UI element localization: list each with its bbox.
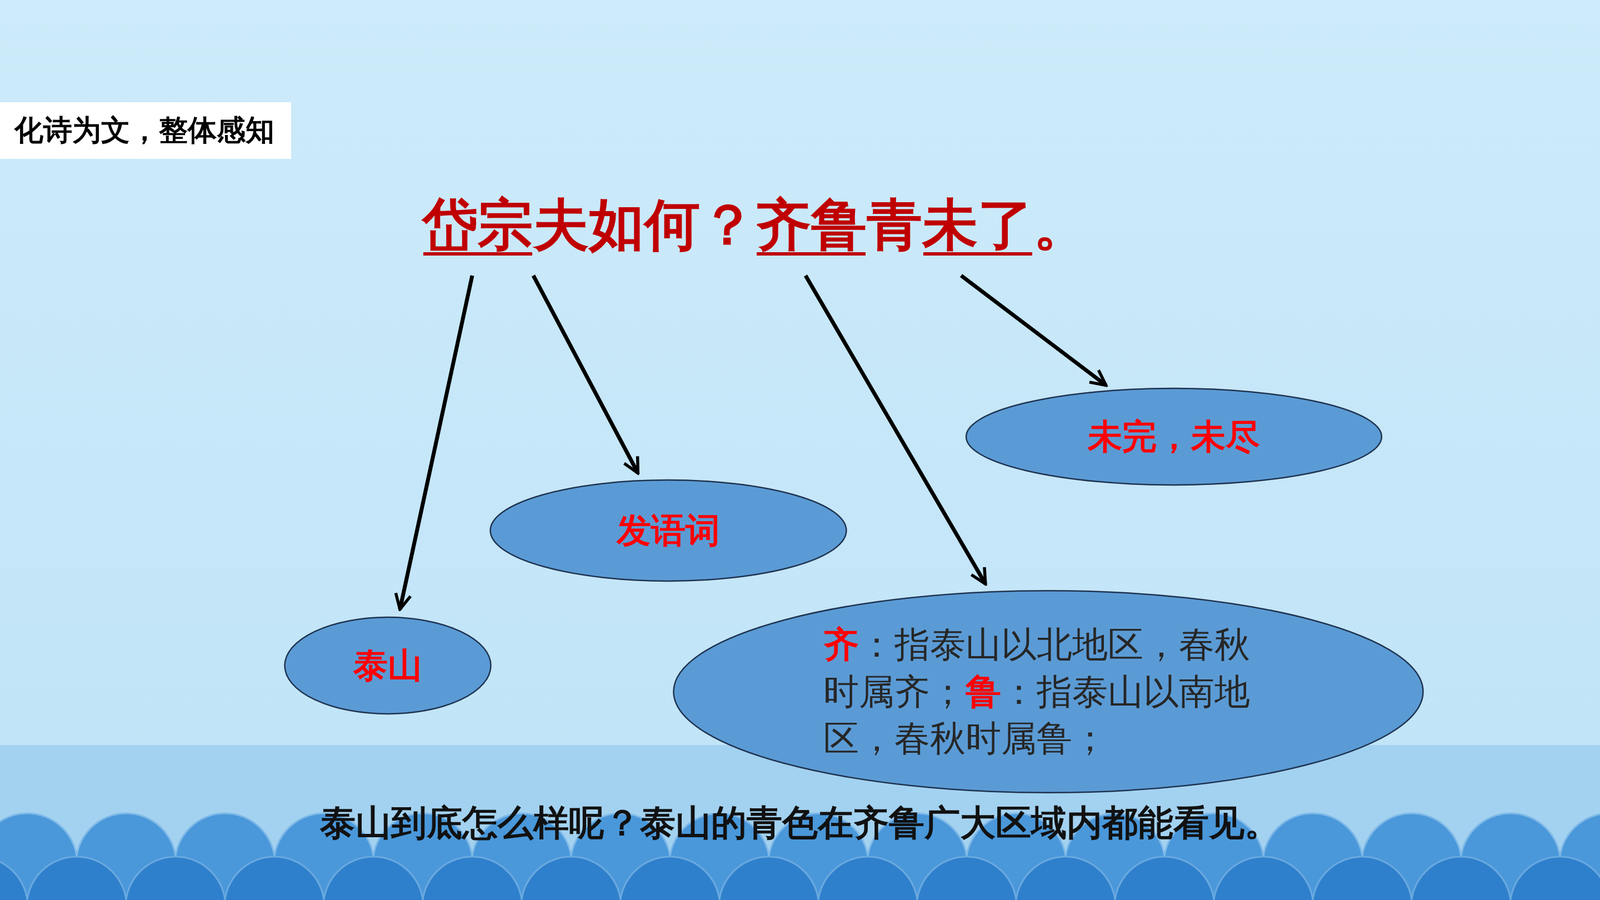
arrow-connector <box>400 275 473 610</box>
poem-line: 岱宗夫如何？齐鲁青未了。 <box>416 186 1095 272</box>
arrow-connector <box>961 275 1107 386</box>
note-ellipse: 发语词 <box>488 479 848 582</box>
ellipse-shape <box>284 617 491 714</box>
note-text: 未完，未尽 <box>1087 413 1260 460</box>
note-ellipse: 未完，未尽 <box>964 387 1384 486</box>
arrow-connector <box>533 275 638 474</box>
ellipse-shape <box>966 388 1382 485</box>
note-ellipse: 齐：指泰山以北地区，春秋时属齐；鲁：指泰山以南地区，春秋时属鲁； <box>670 589 1427 794</box>
text-wrap: 齐：指泰山以北地区，春秋时属齐；鲁：指泰山以南地区，春秋时属鲁； <box>823 621 1274 762</box>
poem-text: 岱宗夫如何？齐鲁青未了。 <box>422 188 1089 264</box>
ellipse-shape <box>673 590 1423 793</box>
caption-text: 泰山到底怎么样呢？泰山的青色在齐鲁广大区域内都能看见。 <box>0 798 1600 848</box>
key-term: 齐 <box>823 623 859 665</box>
note-ellipse: 泰山 <box>283 616 492 715</box>
ellipse-shape <box>490 480 847 582</box>
key-term: 鲁 <box>965 671 1002 713</box>
slide-heading: 化诗为文，整体感知 <box>0 102 292 159</box>
note-text: 发语词 <box>616 507 720 554</box>
note-text: 泰山 <box>353 642 423 689</box>
